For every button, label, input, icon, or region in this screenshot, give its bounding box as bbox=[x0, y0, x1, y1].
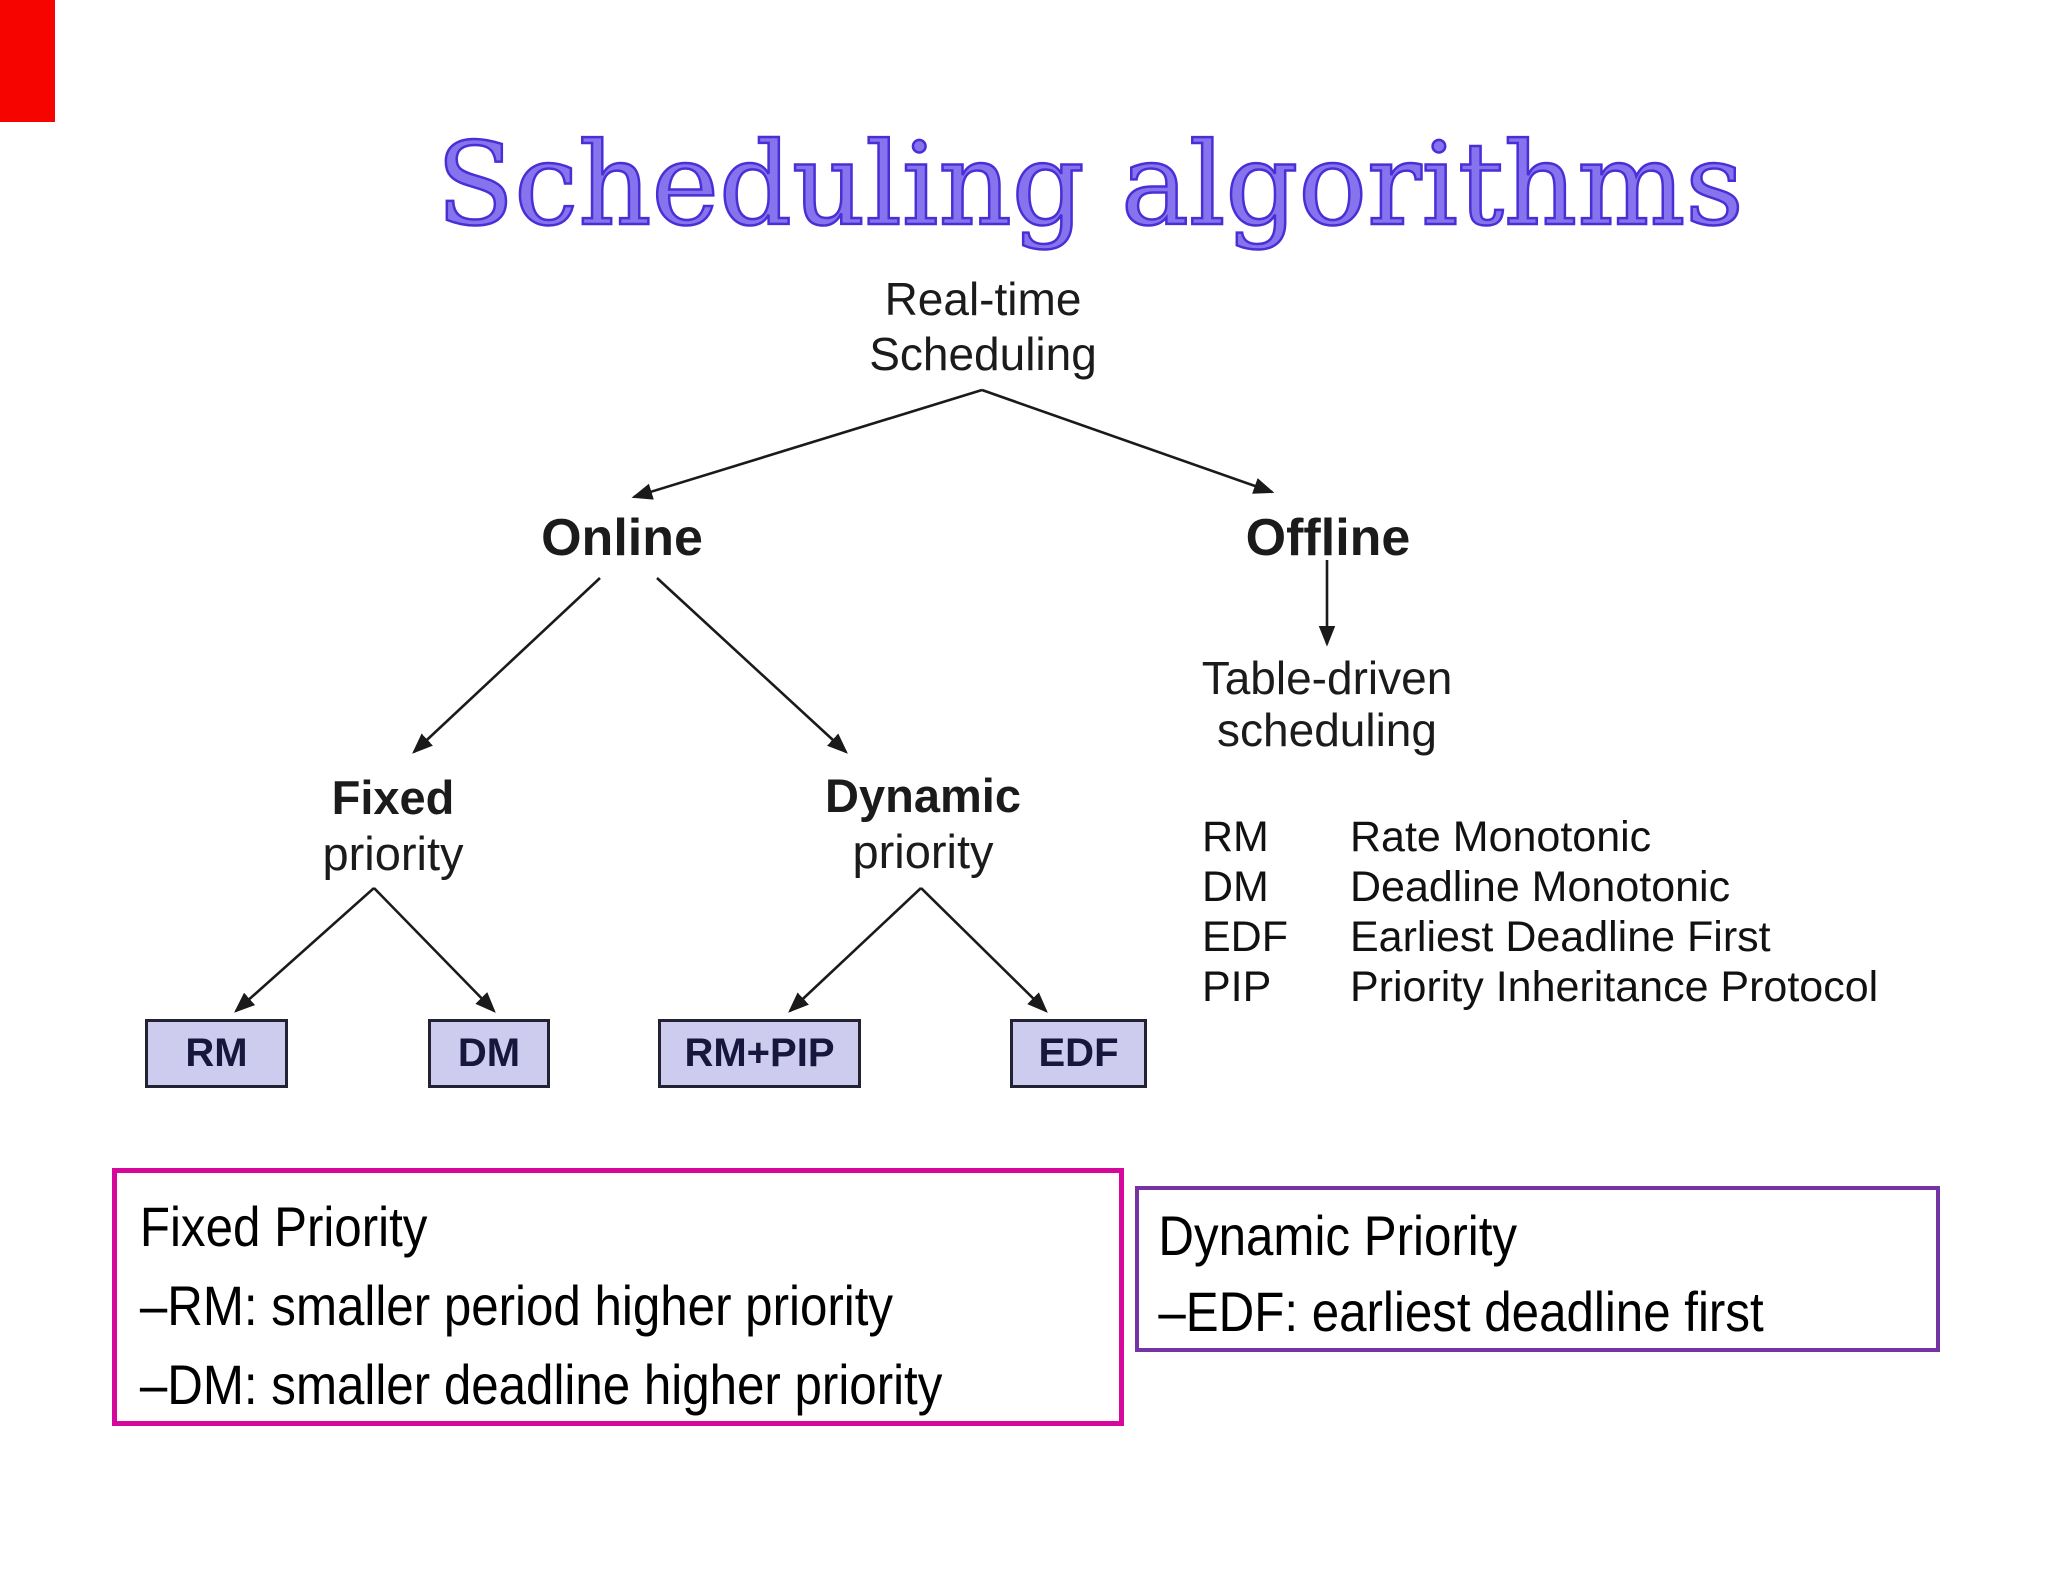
legend-row: EDF Earliest Deadline First bbox=[1202, 912, 1878, 962]
fixed-note-item-dm: –DM: smaller deadline higher priority bbox=[139, 1353, 943, 1416]
leaf-box-dm: DM bbox=[428, 1019, 550, 1088]
node-dynamic-priority: Dynamic priority bbox=[825, 768, 1021, 880]
node-dynamic-line2: priority bbox=[852, 825, 994, 878]
dynamic-priority-note-text: Dynamic Priority –EDF: earliest deadline… bbox=[1139, 1190, 1840, 1350]
node-realtime-scheduling: Real-time Scheduling bbox=[869, 272, 1097, 382]
legend-desc: Priority Inheritance Protocol bbox=[1350, 963, 1879, 1011]
fixed-note-item-rm: –RM: smaller period higher priority bbox=[139, 1274, 894, 1337]
node-dynamic-line1: Dynamic bbox=[825, 769, 1021, 822]
leaf-box-rm: RM bbox=[145, 1019, 288, 1088]
legend-desc: Deadline Monotonic bbox=[1350, 863, 1731, 911]
node-fixed-line2: priority bbox=[322, 827, 464, 880]
red-marker-bar bbox=[0, 0, 55, 122]
abbreviation-legend: RM Rate Monotonic DM Deadline Monotonic … bbox=[1202, 812, 1878, 1012]
slide-title: Scheduling algorithms bbox=[435, 117, 1745, 253]
node-offline: Offline bbox=[1245, 509, 1411, 567]
legend-abbr: DM bbox=[1202, 863, 1269, 911]
legend-abbr: PIP bbox=[1202, 963, 1272, 1011]
legend-row: DM Deadline Monotonic bbox=[1202, 862, 1878, 912]
node-table-driven: Table-driven scheduling bbox=[1202, 652, 1453, 756]
node-online: Online bbox=[541, 509, 703, 567]
legend-row: RM Rate Monotonic bbox=[1202, 812, 1878, 862]
leaf-box-edf: EDF bbox=[1010, 1019, 1147, 1088]
node-fixed-priority: Fixed priority bbox=[322, 770, 463, 882]
node-realtime-line1: Real-time bbox=[884, 273, 1082, 325]
node-table-line1: Table-driven bbox=[1201, 652, 1453, 704]
fixed-priority-note-text: Fixed Priority –RM: smaller period highe… bbox=[117, 1173, 999, 1424]
node-fixed-line1: Fixed bbox=[331, 771, 455, 824]
dynamic-note-title: Dynamic Priority bbox=[1158, 1204, 1518, 1267]
legend-row: PIP Priority Inheritance Protocol bbox=[1202, 962, 1878, 1012]
dynamic-priority-note-box: Dynamic Priority –EDF: earliest deadline… bbox=[1135, 1186, 1940, 1352]
fixed-priority-note-box: Fixed Priority –RM: smaller period highe… bbox=[112, 1168, 1124, 1426]
node-realtime-line2: Scheduling bbox=[869, 328, 1097, 380]
fixed-note-title: Fixed Priority bbox=[139, 1195, 428, 1258]
legend-abbr: RM bbox=[1202, 813, 1269, 861]
legend-abbr: EDF bbox=[1202, 913, 1288, 961]
node-table-line2: scheduling bbox=[1217, 704, 1437, 756]
legend-desc: Earliest Deadline First bbox=[1350, 913, 1771, 961]
dynamic-note-item-edf: –EDF: earliest deadline first bbox=[1158, 1280, 1764, 1343]
legend-desc: Rate Monotonic bbox=[1350, 813, 1652, 861]
leaf-box-rm-pip: RM+PIP bbox=[658, 1019, 861, 1088]
